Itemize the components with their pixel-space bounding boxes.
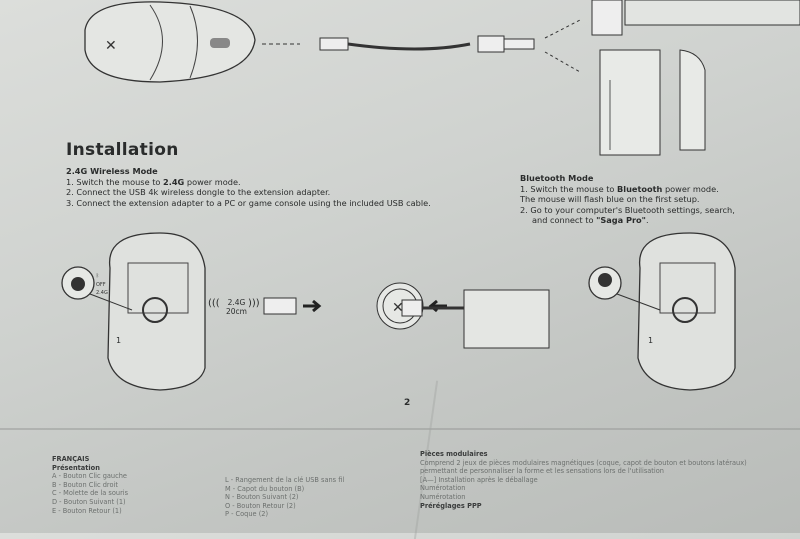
switch-label-off: OFF <box>96 282 106 288</box>
step-text: power mode. <box>184 176 241 187</box>
parts-list-item: N - Bouton Suivant (2) <box>225 493 299 502</box>
language-heading: FRANÇAIS <box>52 455 90 463</box>
step-bold: 2.4G <box>163 176 185 187</box>
bluetooth-step-1-note: The mouse will flash blue on the first s… <box>520 194 700 204</box>
wireless-setup-diagram: ✕ <box>61 232 736 391</box>
step-text: 1. Switch the mouse to <box>520 183 618 194</box>
wireless-step-3: 3. Connect the extension adapter to a PC… <box>66 197 431 208</box>
modular-line: Numérotation <box>420 484 466 493</box>
page-number: 2 <box>404 398 411 408</box>
wired-connection-diagram: ✕ <box>84 0 800 156</box>
wireless-signal-icon: ((( <box>208 298 220 309</box>
mouse-bottom-view-right <box>637 232 736 391</box>
mouse-top-view <box>84 1 256 83</box>
range-frequency: 2.4G <box>227 298 246 307</box>
svg-text:✕: ✕ <box>105 38 117 54</box>
parts-list-item: E - Bouton Retour (1) <box>52 506 122 515</box>
parts-list-item: A - Bouton Clic gauche <box>52 472 127 481</box>
installation-title: Installation <box>66 140 179 160</box>
parts-list-item: C - Molette de la souris <box>52 489 129 498</box>
parts-list-item: B - Bouton Clic droit <box>52 480 118 489</box>
bluetooth-step-1: 1. Switch the mouse to Bluetooth power m… <box>520 184 735 195</box>
step-bold: Bluetooth <box>617 183 663 194</box>
switch-label-24g: 2.4G <box>96 290 108 296</box>
step-text: . <box>645 215 649 225</box>
modular-line: [A—] Installation après le déballage <box>420 475 538 484</box>
presentation-heading: Présentation <box>52 463 100 472</box>
modular-line: Numérotation <box>420 492 466 501</box>
paper-fold <box>0 428 800 430</box>
dpi-presets-heading: Préréglages PPP <box>420 501 482 510</box>
french-modular-parts: Pièces modulaires Comprend 2 jeux de piè… <box>420 450 770 510</box>
french-parts-right: L - Rangement de la clé USB sans fil M -… <box>225 476 344 519</box>
step-text: and connect to <box>532 215 597 225</box>
parts-list-item: P - Coque (2) <box>225 510 269 519</box>
wireless-mode-heading: 2.4G Wireless Mode <box>66 166 158 176</box>
modular-heading: Pièces modulaires <box>420 450 488 458</box>
mouse-bottom-view-left <box>107 232 206 391</box>
wireless-step-2: 2. Connect the USB 4k wireless dongle to… <box>66 187 331 197</box>
wireless-signal-icon: ))) <box>248 298 260 309</box>
range-distance: 20cm <box>226 307 247 316</box>
switch-label-bluetooth: ᛒ <box>96 273 100 279</box>
callout-number: 1 <box>116 336 122 345</box>
parts-list-item: M - Capot du bouton (B) <box>225 484 305 493</box>
bluetooth-mode-heading: Bluetooth Mode <box>520 173 594 183</box>
bluetooth-step-2-cont: and connect to "Saga Pro". <box>520 215 735 226</box>
wireless-mode-instructions: 2.4G Wireless Mode 1. Switch the mouse t… <box>66 166 431 208</box>
bluetooth-mode-instructions: Bluetooth Mode 1. Switch the mouse to Bl… <box>520 173 735 226</box>
step-text: power mode. <box>662 183 719 194</box>
modular-text: Comprend 2 jeux de pièces modulaires mag… <box>420 458 747 476</box>
parts-list-item: D - Bouton Suivant (1) <box>52 497 126 506</box>
wireless-step-1: 1. Switch the mouse to 2.4G power mode. <box>66 177 431 188</box>
parts-list-item: L - Rangement de la clé USB sans fil <box>225 476 345 484</box>
french-presentation: FRANÇAIS Présentation A - Bouton Clic ga… <box>52 455 128 515</box>
step-bold: "Saga Pro" <box>596 215 646 225</box>
callout-number: 1 <box>648 336 654 345</box>
parts-list-item: O - Bouton Retour (2) <box>225 501 296 510</box>
bluetooth-step-2: 2. Go to your computer's Bluetooth setti… <box>520 204 735 215</box>
hyperx-logo: ✕ <box>392 300 404 316</box>
step-text: 1. Switch the mouse to <box>66 176 164 187</box>
